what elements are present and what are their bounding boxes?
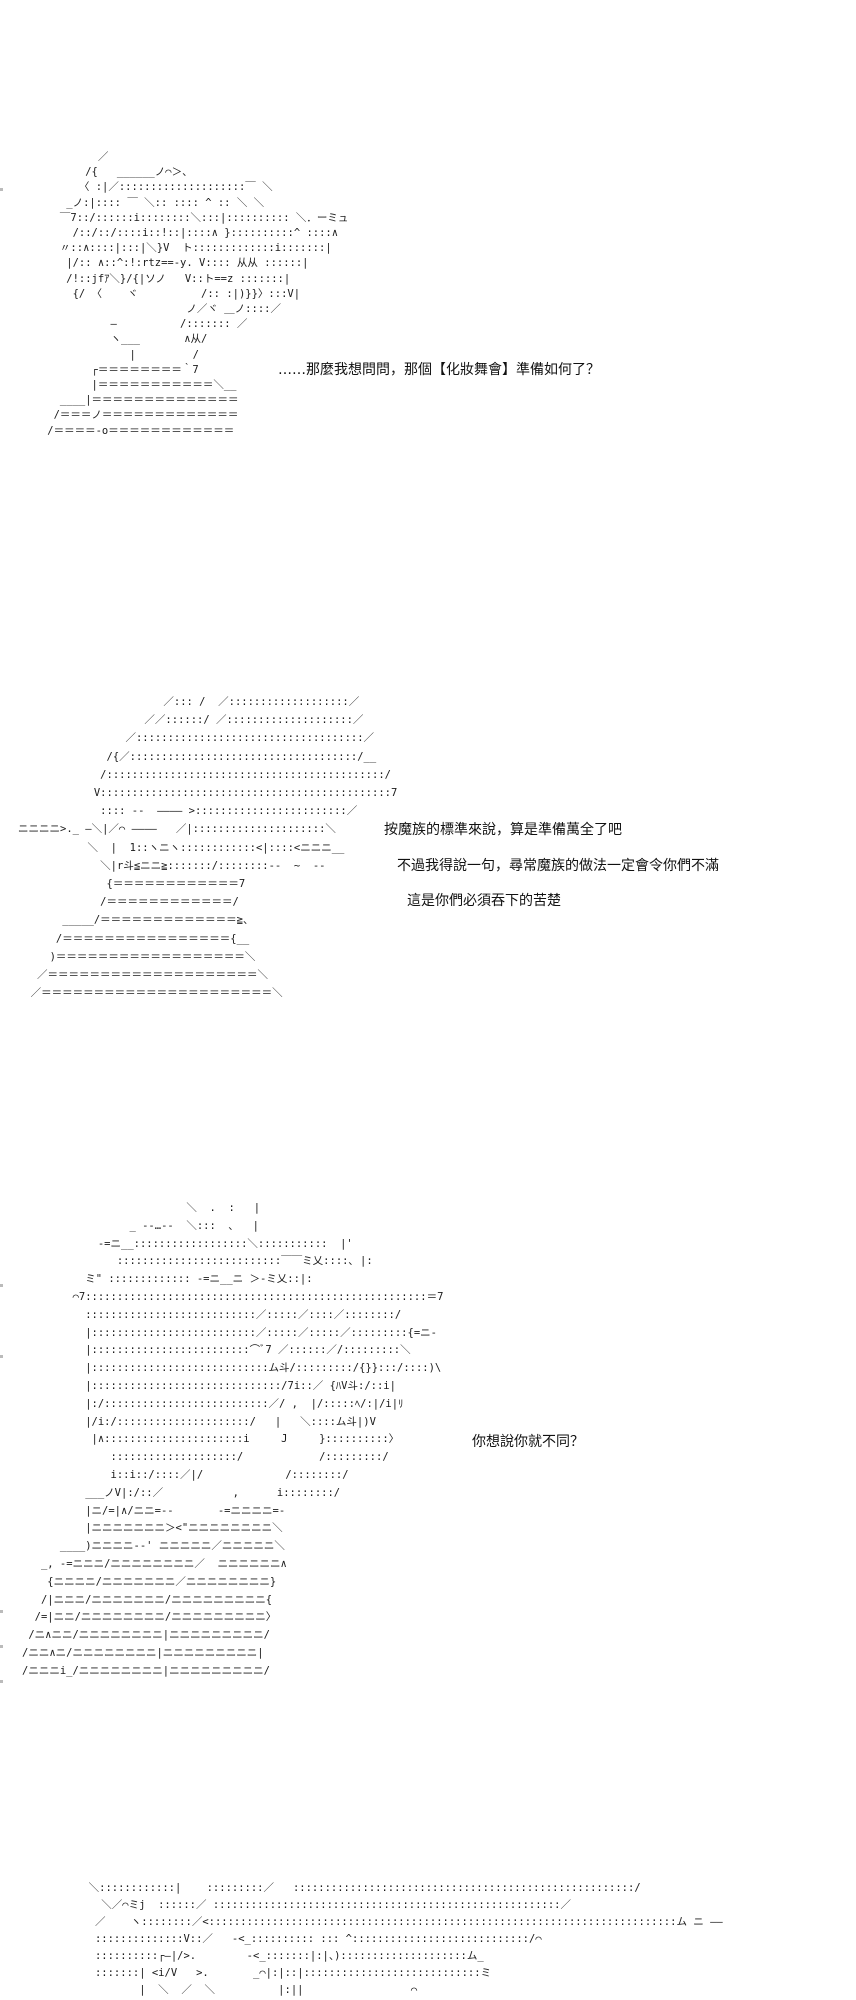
edge-mark — [0, 1610, 3, 1613]
ascii-art-character-4: ＼::::::::::::| :::::::::／ ::::::::::::::… — [88, 1882, 723, 1996]
dialogue-line: 這是你們必須吞下的苦楚 — [407, 893, 561, 909]
panel-3: ＼ . : | _ -‐…‐- ＼::: ､ | ‐=ニ__::::::::::… — [0, 1200, 856, 1690]
dialogue-line: 按魔族的標準來說，算是準備萬全了吧 — [384, 822, 622, 838]
ascii-art-character-3: ＼ . : | _ -‐…‐- ＼::: ､ | ‐=ニ__::::::::::… — [22, 1202, 444, 1677]
edge-mark — [0, 1355, 3, 1358]
panel-4: ＼::::::::::::| :::::::::／ ::::::::::::::… — [0, 1880, 856, 2000]
panel-1: ／ /{ ______ノ⌒＞、 〈 :|／:::::::::::::::::::… — [0, 150, 856, 510]
dialogue-line: 不過我得說一句，尋常魔族的做法一定會令你們不滿 — [397, 858, 719, 874]
ascii-art-character-1: ／ /{ ______ノ⌒＞、 〈 :|／:::::::::::::::::::… — [47, 151, 349, 437]
edge-mark — [0, 1284, 3, 1287]
ascii-art-character-2: ／::: / ／:::::::::::::::::::／ ／／::::::/ ／… — [18, 696, 398, 1000]
edge-mark — [0, 1645, 3, 1648]
edge-mark — [0, 1680, 3, 1683]
edge-mark — [0, 188, 3, 191]
panel-2: ／::: / ／:::::::::::::::::::／ ／／::::::/ ／… — [0, 693, 856, 1013]
dialogue-line: ……那麼我想問問，那個【化妝舞會】準備如何了？ — [278, 362, 600, 378]
dialogue-line: 你想說你就不同？ — [472, 1434, 584, 1450]
